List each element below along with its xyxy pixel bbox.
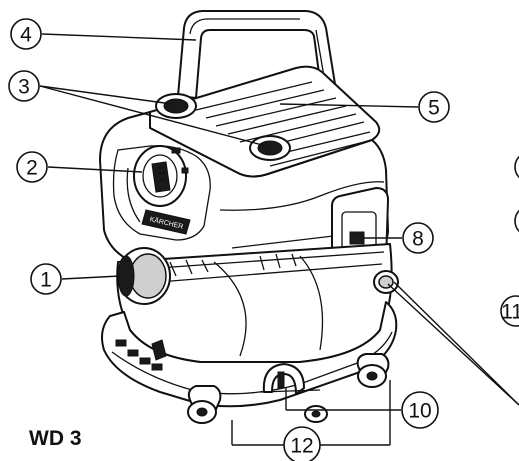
castor-wheel-left: [187, 385, 222, 424]
chassis-base: [101, 301, 398, 408]
callout-10-label: 10: [408, 400, 431, 423]
callout-partial-middle: [514, 209, 519, 233]
lid-latch-right: [249, 135, 291, 161]
callout-1-label: 1: [40, 269, 52, 292]
callout-8: 8: [402, 222, 434, 254]
callout-11: 11: [500, 295, 519, 327]
callout-11-label: 11: [501, 301, 519, 324]
castor-wheel-right: [356, 353, 390, 388]
callout-2: 2: [16, 151, 48, 183]
rotary-switch: [133, 145, 189, 207]
castor-wheel-front: [304, 405, 328, 423]
leader-lines: [39, 33, 519, 446]
callout-1: 1: [30, 263, 62, 295]
callout-4: 4: [10, 18, 42, 50]
callout-5: 5: [418, 91, 450, 123]
callout-12: 12: [283, 426, 321, 461]
callout-4-label: 4: [20, 24, 32, 47]
callout-3: 3: [8, 70, 40, 102]
motor-head: KÄRCHER: [99, 111, 389, 271]
callout-8-label: 8: [412, 228, 424, 251]
suction-connector: [117, 247, 171, 305]
callout-partial-upper: [514, 155, 519, 179]
callout-10: 10: [401, 391, 439, 429]
top-lid: [144, 65, 381, 178]
cable-hook: [259, 363, 321, 395]
callout-5-label: 5: [428, 97, 440, 120]
brand-plate: KÄRCHER: [141, 209, 191, 235]
callout-3-label: 3: [18, 76, 30, 99]
callout-12-label: 12: [290, 435, 313, 458]
lid-latch-left: [155, 93, 197, 119]
callout-2-label: 2: [26, 157, 38, 180]
model-label: WD 3: [29, 427, 82, 450]
